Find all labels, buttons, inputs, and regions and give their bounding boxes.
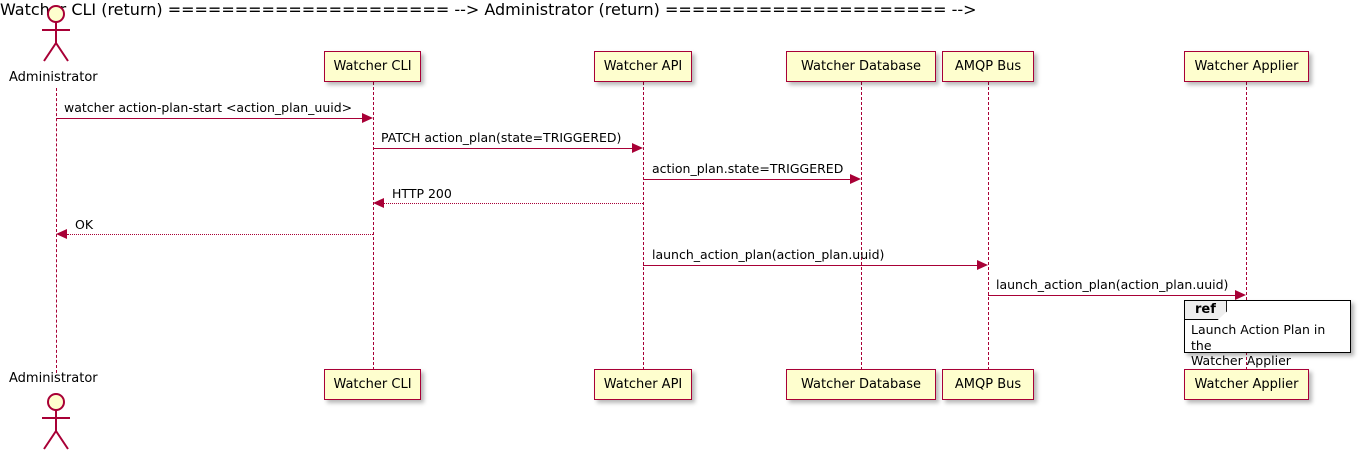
message-line-6 (643, 265, 977, 266)
lifeline-watcher-applier (1246, 82, 1247, 370)
message-label-7: launch_action_plan(action_plan.uuid) (996, 277, 1229, 292)
message-arrowhead-4 (373, 198, 384, 208)
participant-watcher-cli-bottom[interactable]: Watcher CLI (324, 369, 421, 400)
message-line-7 (988, 295, 1235, 296)
participant-watcher-api-bottom[interactable]: Watcher API (594, 369, 692, 400)
participant-watcher-cli-top[interactable]: Watcher CLI (324, 51, 421, 82)
message-label-4: HTTP 200 (392, 186, 452, 201)
actor-label-administrator-top: Administrator (9, 70, 98, 85)
participant-amqp-bus-top[interactable]: AMQP Bus (942, 51, 1034, 82)
actor-stick-figure-icon (42, 393, 70, 450)
participant-watcher-database-top[interactable]: Watcher Database (786, 51, 936, 82)
ref-fragment-operator-label: ref (1185, 301, 1227, 320)
message-line-3 (643, 179, 850, 180)
ref-fragment-text-line-1: Launch Action Plan in the (1191, 322, 1326, 353)
ref-fragment-text: Launch Action Plan in the Watcher Applie… (1191, 322, 1346, 369)
participant-label-watcher-database-bottom: Watcher Database (801, 377, 921, 392)
message-label-1: watcher action-plan-start <action_plan_u… (64, 100, 353, 115)
lifeline-watcher-cli (373, 82, 374, 370)
participant-watcher-database-bottom[interactable]: Watcher Database (786, 369, 936, 400)
message-label-6: launch_action_plan(action_plan.uuid) (652, 247, 885, 262)
participant-watcher-api-top[interactable]: Watcher API (594, 51, 692, 82)
participant-label-watcher-api-top: Watcher API (603, 59, 683, 74)
participant-amqp-bus-bottom[interactable]: AMQP Bus (942, 369, 1034, 400)
participant-label-watcher-cli-bottom: Watcher CLI (333, 377, 412, 392)
actor-stick-figure-icon (42, 5, 70, 62)
message-arrowhead-3 (850, 174, 861, 184)
participant-label-watcher-applier-bottom: Watcher Applier (1194, 377, 1299, 392)
lifeline-watcher-database (861, 82, 862, 370)
participant-label-watcher-applier-top: Watcher Applier (1194, 59, 1299, 74)
message-arrowhead-1 (362, 113, 373, 123)
message-label-3: action_plan.state=TRIGGERED (652, 161, 844, 176)
lifeline-watcher-api (643, 82, 644, 370)
message-line-5 (67, 234, 373, 235)
message-arrowhead-6 (977, 260, 988, 270)
participant-label-amqp-bus-bottom: AMQP Bus (954, 377, 1022, 392)
message-line-1 (56, 118, 362, 119)
participant-watcher-applier-bottom[interactable]: Watcher Applier (1184, 369, 1309, 400)
participant-label-amqp-bus-top: AMQP Bus (954, 59, 1022, 74)
message-arrowhead-2 (632, 143, 643, 153)
actor-administrator-top (34, 2, 80, 64)
message-label-5: OK (75, 217, 94, 232)
message-line-4 (384, 203, 643, 204)
message-line-2 (373, 148, 632, 149)
lifeline-amqp-bus (988, 82, 989, 370)
actor-label-administrator-bottom: Administrator (9, 371, 98, 386)
participant-watcher-applier-top[interactable]: Watcher Applier (1184, 51, 1309, 82)
message-arrowhead-7 (1235, 290, 1246, 300)
participant-label-watcher-api-bottom: Watcher API (603, 377, 683, 392)
ref-fragment-launch-action-plan: ref Launch Action Plan in the Watcher Ap… (1184, 300, 1351, 368)
message-label-2: PATCH action_plan(state=TRIGGERED) (381, 130, 622, 145)
participant-label-watcher-database-top: Watcher Database (801, 59, 921, 74)
ref-fragment-text-line-2: Watcher Applier (1191, 353, 1291, 369)
message-arrowhead-5 (56, 229, 67, 239)
actor-administrator-bottom (34, 390, 80, 452)
participant-label-watcher-cli-top: Watcher CLI (333, 59, 412, 74)
